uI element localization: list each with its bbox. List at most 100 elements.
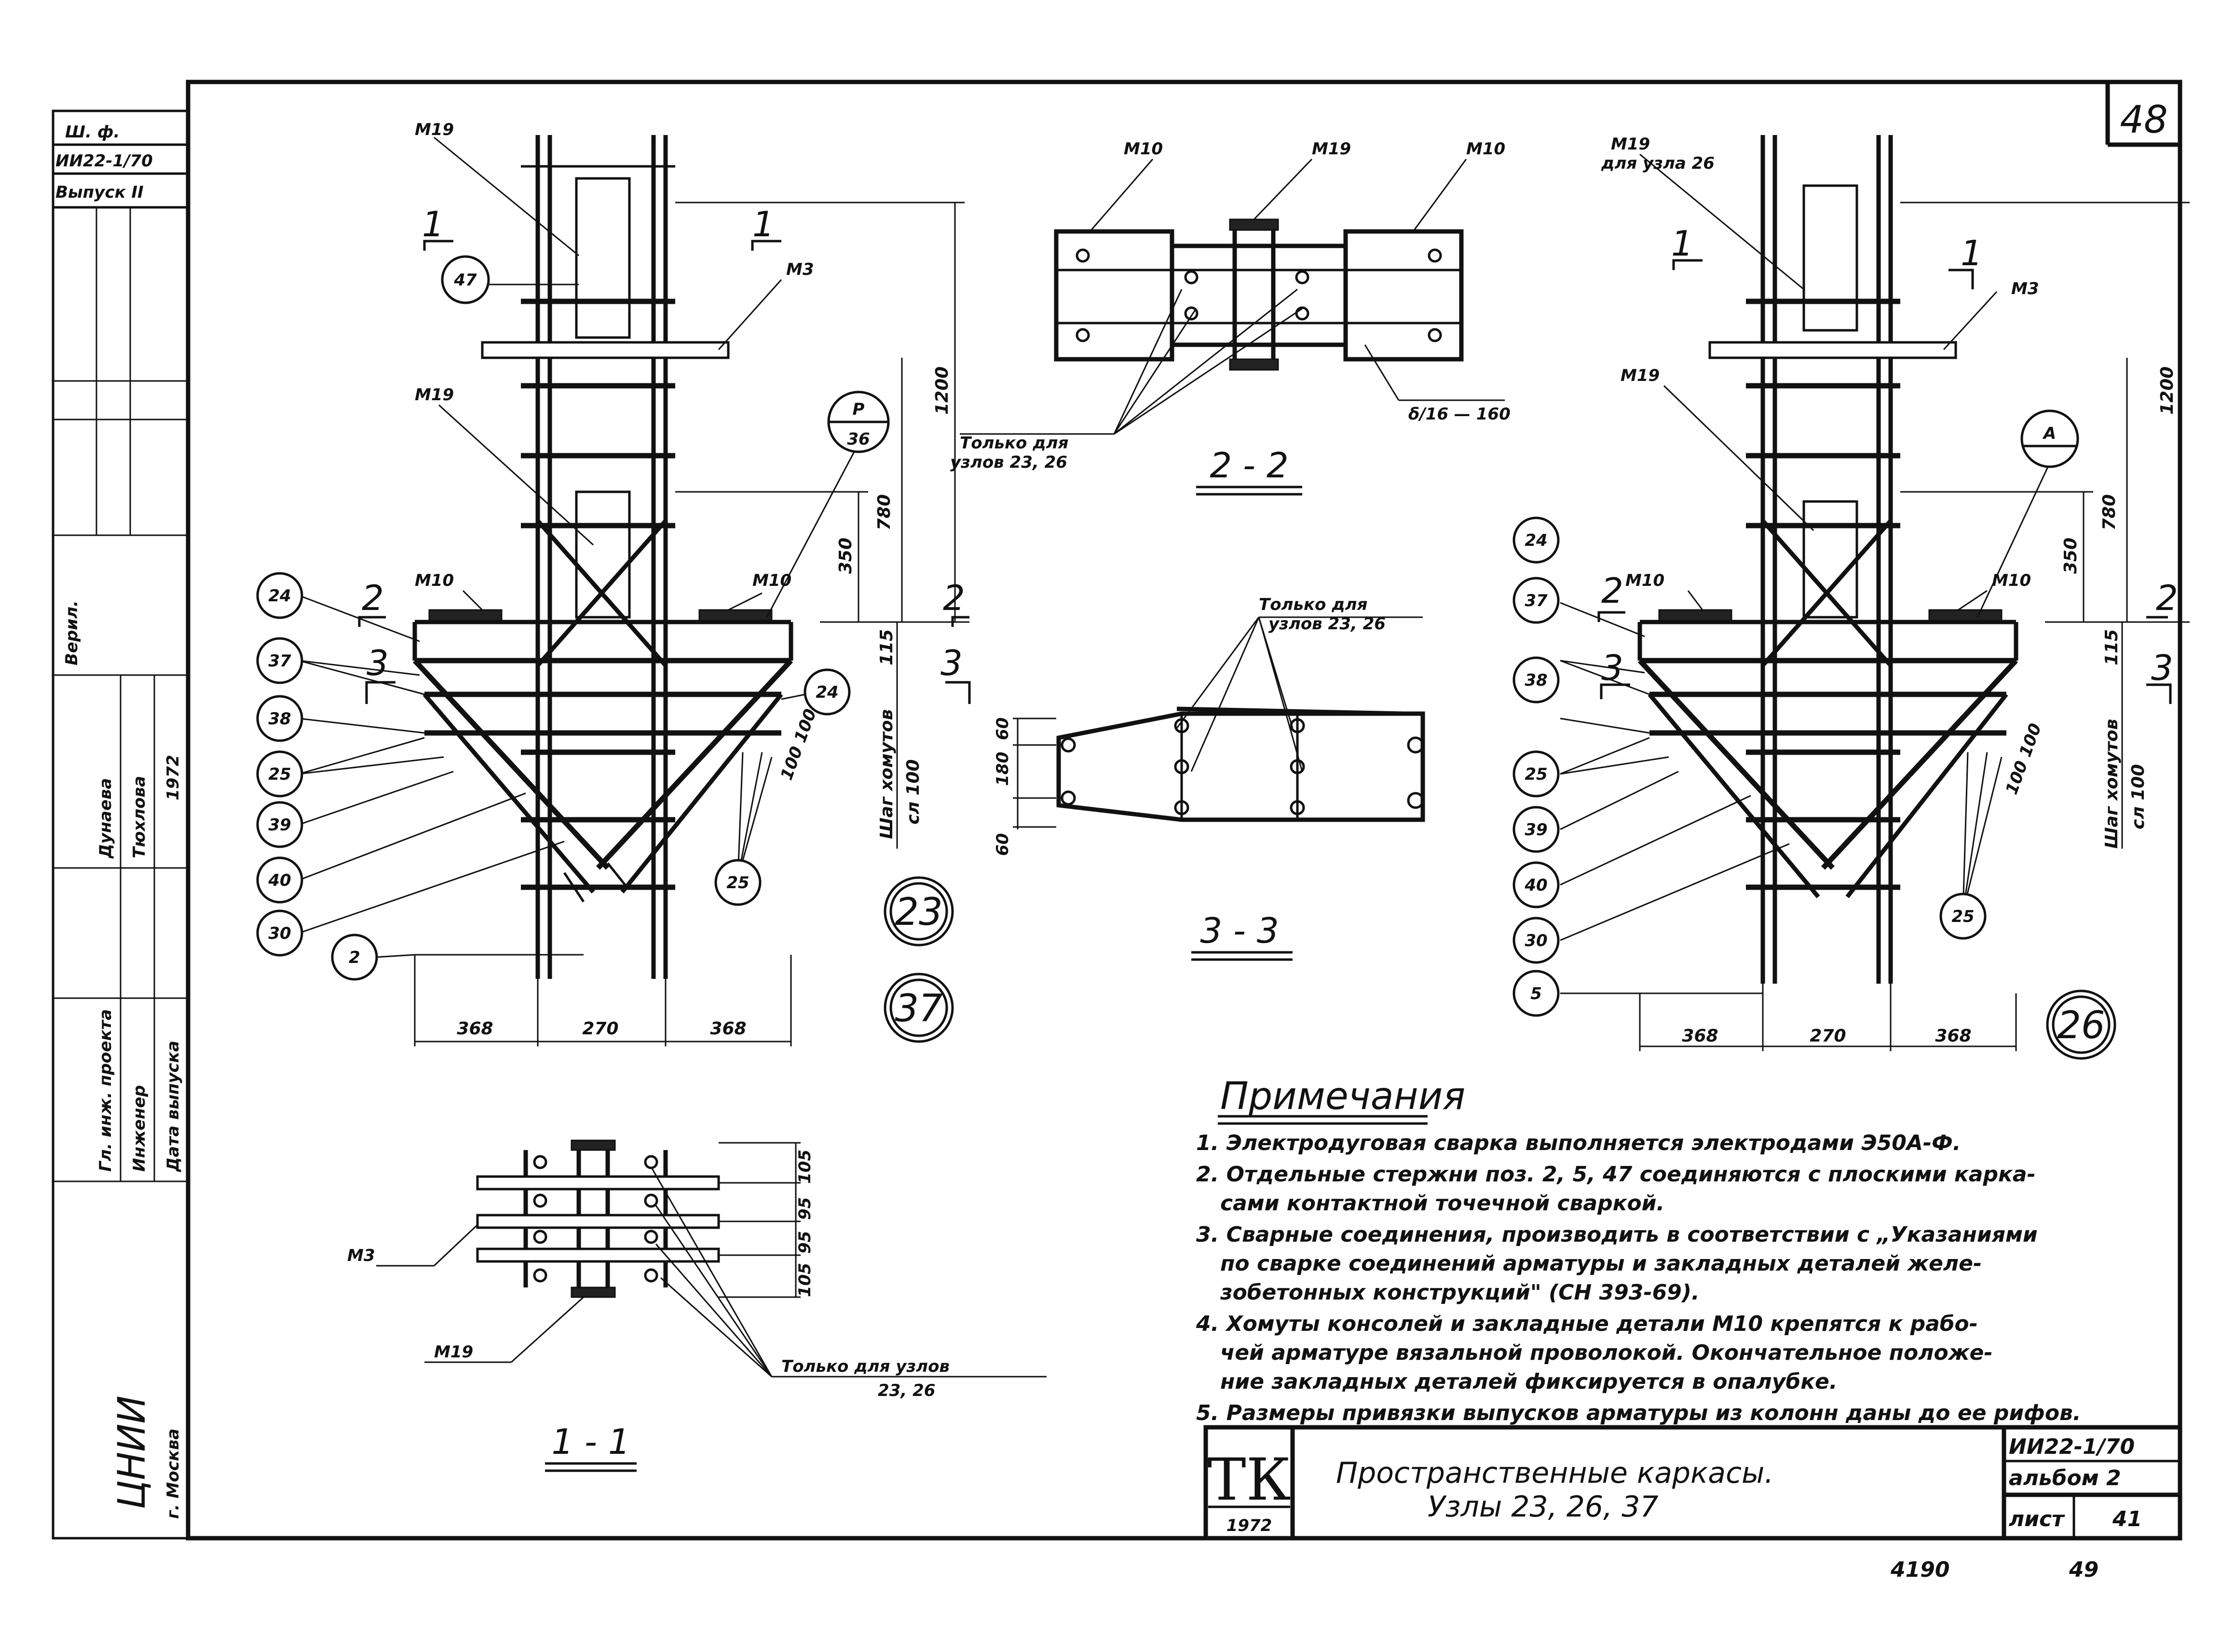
right-dim-270: 270 — [1810, 1026, 1846, 1046]
right-stirrup-note: Шаг хомутов — [2102, 719, 2122, 849]
left-dim-368a: 368 — [457, 1019, 493, 1039]
left-bubble-30 — [256, 909, 303, 957]
left-node-number-23: 23 — [895, 891, 942, 934]
section-3-3: Только для узлов 23, 26 60 180 60 3 - 3 — [993, 595, 1425, 961]
s33-dim-60b: 60 — [993, 833, 1012, 856]
note-line-1: 1. Электродуговая сварка выполняется эле… — [1196, 1131, 1961, 1155]
s22-only-for-nodes: узлов 23, 26 — [950, 453, 1067, 472]
left-bubble-47-text: 47 — [453, 271, 477, 290]
notes-block: Примечания 1. Электродуговая сварка выпо… — [1196, 1075, 2081, 1425]
note-line-8: чей арматуре вязальной проволокой. Оконч… — [1220, 1341, 1993, 1365]
right-detail-bubble-text: А — [2042, 424, 2056, 443]
left-bubble-37-text: 37 — [268, 651, 291, 671]
sheet-title-line-2: Узлы 23, 26, 37 — [1428, 1490, 1659, 1524]
right-bubble-38 — [1512, 656, 1560, 704]
right-bubble-25a-text: 25 — [1525, 765, 1547, 784]
left-title-strip: Ш. ф. ИИ22-1/70 Выпуск II Верил. Дунаева… — [52, 109, 190, 1540]
left-bubble-37 — [256, 637, 303, 684]
right-bubble-39 — [1512, 806, 1560, 853]
left-diag-dim: 100 100 — [777, 706, 820, 783]
s22-label-m19: М19 — [1312, 139, 1351, 159]
left-bubble-24a-text: 24 — [268, 586, 291, 606]
left-label-m10-left: М10 — [415, 571, 454, 590]
left-bubble-25a-text: 25 — [268, 765, 291, 784]
left-bubble-25b-text: 25 — [726, 873, 749, 893]
left-dim-780: 780 — [874, 494, 894, 530]
right-bubble-37 — [1512, 577, 1560, 624]
stamp-sheet-number: 41 — [2112, 1507, 2142, 1531]
right-section-1a: 1 — [1671, 223, 1693, 264]
s33-caption: 3 - 3 — [1200, 910, 1279, 951]
left-bubble-25b — [714, 859, 762, 906]
note-line-3: сами контактной точечной сваркой. — [1220, 1191, 1664, 1216]
left-node-bubble-37 — [884, 973, 954, 1043]
left-bubble-47 — [441, 255, 490, 304]
right-dim-350: 350 — [2061, 538, 2081, 574]
s11-caption: 1 - 1 — [551, 1422, 630, 1462]
s11-only-for-nodes: 23, 26 — [878, 1381, 935, 1400]
strip-issue: Выпуск II — [55, 183, 144, 202]
right-detail-bubble — [2020, 409, 2079, 468]
strip-author-2: Тюхлова — [130, 776, 149, 858]
left-bubble-39 — [256, 801, 303, 848]
sheet-title-line-1: Пространственные каркасы. — [1336, 1456, 1774, 1490]
note-line-4: 3. Сварные соединения, производить в соо… — [1196, 1222, 2038, 1247]
left-section-2a: 2 — [362, 578, 384, 618]
stamp-code: ИИ22-1/70 — [2009, 1435, 2135, 1459]
node-left-drawing — [299, 135, 971, 1046]
strip-year: 1972 — [164, 755, 183, 800]
strip-issue-date: Дата выпуска — [164, 1041, 183, 1172]
right-bubble-30-text: 30 — [1525, 931, 1547, 950]
left-node-number-37: 37 — [895, 987, 942, 1030]
stamp-sheet-label: лист — [2009, 1507, 2065, 1531]
right-section-3b: 3 — [2151, 648, 2173, 688]
right-bubble-40 — [1512, 861, 1560, 908]
left-dim-368b: 368 — [710, 1019, 746, 1039]
left-bubble-24b-text: 24 — [816, 683, 838, 702]
strip-city: г. Москва — [164, 1429, 183, 1519]
note-line-5: по сварке соединений арматуры и закладны… — [1220, 1251, 1982, 1276]
s11-dim-105a: 105 — [795, 1150, 815, 1184]
left-stirrup-note: Шаг хомутов — [877, 709, 897, 839]
right-bubble-25b-text: 25 — [1951, 907, 1974, 926]
s33-dim-180: 180 — [993, 752, 1012, 786]
right-dim-368b: 368 — [1935, 1026, 1971, 1046]
section-2-2: М10 М19 М10 δ/16 — 160 Только для узлов … — [950, 139, 1511, 496]
strip-institute: ЦНИИ — [110, 1395, 154, 1509]
s33-only-for-nodes: узлов 23, 26 — [1268, 614, 1386, 634]
node-right-labels: М19 для узла 26 М3 М19 М10 М10 1 1 2 2 3… — [1512, 135, 2178, 1060]
right-label-for-node-26: для узла 26 — [1601, 154, 1715, 173]
strip-code: ИИ22-1/70 — [55, 151, 153, 171]
left-label-m19-mid: М19 — [415, 385, 454, 405]
right-dim-115: 115 — [2102, 629, 2122, 665]
right-dim-780: 780 — [2099, 494, 2119, 530]
left-dim-1200: 1200 — [932, 366, 952, 415]
left-node-bubble-23 — [884, 876, 954, 947]
left-bubble-38-text: 38 — [268, 709, 291, 729]
right-section-2a: 2 — [1601, 570, 1623, 611]
left-label-m10-right: М10 — [752, 571, 791, 590]
left-detail-bubble-top: Р — [853, 400, 865, 419]
right-bubble-5 — [1512, 970, 1560, 1017]
right-bubble-25b — [1939, 893, 1987, 940]
notes-heading: Примечания — [1220, 1075, 1465, 1118]
left-bubble-2-text: 2 — [349, 948, 360, 967]
right-bubble-40-text: 40 — [1524, 876, 1547, 895]
right-diag-dim: 100 100 — [2002, 721, 2045, 797]
logo-year: 1972 — [1226, 1516, 1272, 1535]
right-node-number-26: 26 — [2057, 1004, 2105, 1047]
right-label-m3: М3 — [2011, 279, 2039, 298]
s11-label-m3: М3 — [347, 1246, 375, 1265]
right-label-m19-mid: М19 — [1621, 366, 1660, 385]
s33-only-for: Только для — [1259, 595, 1367, 614]
note-line-10: 5. Размеры привязки выпусков арматуры из… — [1196, 1401, 2081, 1425]
s11-label-m19: М19 — [434, 1342, 473, 1362]
left-dim-350: 350 — [836, 538, 856, 574]
right-node-bubble-26 — [2046, 989, 2116, 1060]
right-label-m10-right: М10 — [1992, 571, 2031, 590]
s22-only-for: Только для — [960, 433, 1068, 453]
strip-verified: Верил. — [62, 600, 82, 665]
s11-dim-95a: 95 — [795, 1197, 815, 1220]
left-section-2b: 2 — [943, 578, 965, 618]
